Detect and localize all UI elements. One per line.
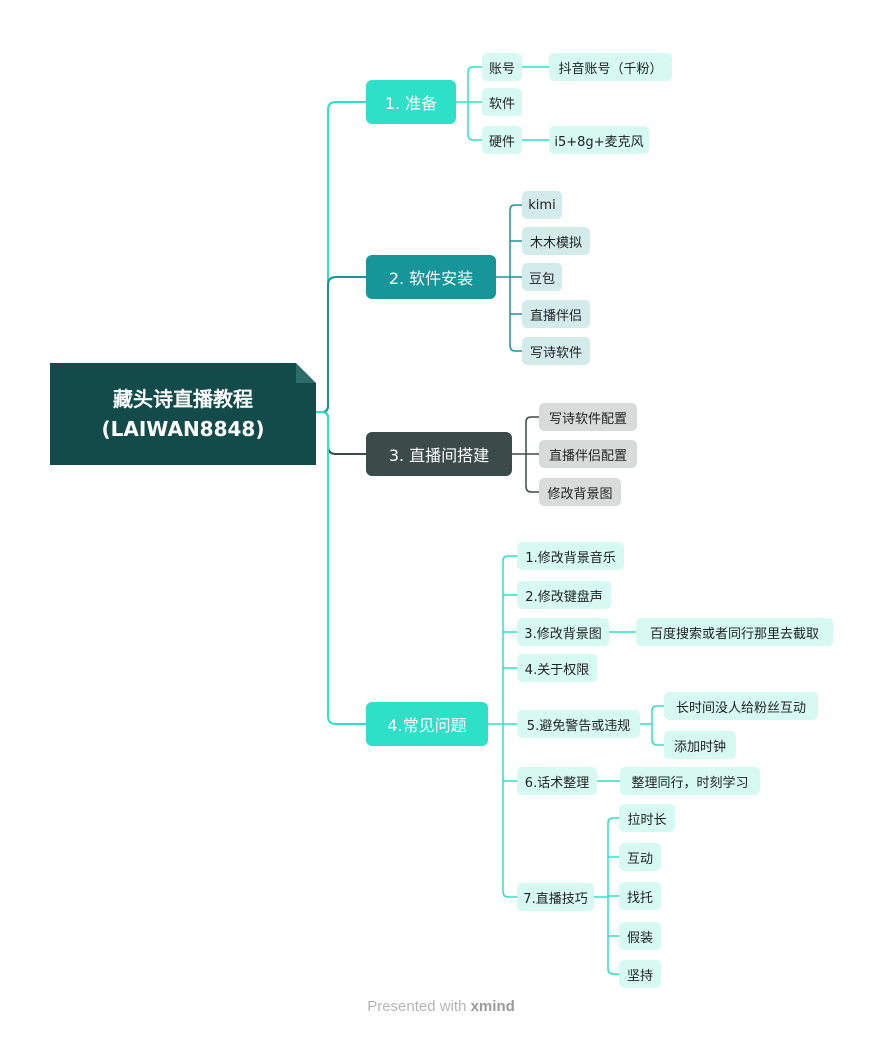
b4-live-tips[interactable]: 7.直播技巧	[517, 883, 594, 911]
b2-live-companion[interactable]: 直播伴侣	[522, 300, 590, 328]
b1-account-detail[interactable]: 抖音账号（千粉）	[549, 53, 672, 81]
branch-4-topic[interactable]: 4.常见问题	[366, 702, 488, 746]
b4-permission[interactable]: 4.关于权限	[517, 654, 597, 682]
b4-tip-duration[interactable]: 拉时长	[619, 804, 675, 832]
connector-branch-1	[315, 101, 367, 413]
footer-prefix: Presented with	[367, 998, 471, 1015]
b3-companion-config[interactable]: 直播伴侣配置	[539, 440, 637, 468]
b4-bgm[interactable]: 1.修改背景音乐	[517, 542, 624, 570]
b4-tip-pretend[interactable]: 假装	[619, 922, 661, 950]
b4-tip-persist[interactable]: 坚持	[619, 960, 661, 988]
connector-branch-3	[315, 411, 367, 455]
b2-kimi[interactable]: kimi	[522, 191, 562, 219]
b4-script[interactable]: 6.话术整理	[517, 767, 597, 795]
b2-doubao[interactable]: 豆包	[522, 263, 562, 291]
b2-poem-software[interactable]: 写诗软件	[522, 337, 590, 365]
b4-tip-interact[interactable]: 互动	[619, 843, 661, 871]
b1-account[interactable]: 账号	[482, 53, 522, 81]
connector-branch-4	[315, 411, 367, 725]
b4-background-detail[interactable]: 百度搜索或者同行那里去截取	[636, 618, 833, 646]
branch-2-topic[interactable]: 2. 软件安装	[366, 255, 496, 299]
branch-3-topic[interactable]: 3. 直播间搭建	[366, 432, 512, 476]
b4-background[interactable]: 3.修改背景图	[517, 618, 609, 646]
b2-mumu[interactable]: 木木模拟	[522, 227, 590, 255]
b4-warning-clock[interactable]: 添加时钟	[664, 731, 736, 759]
root-topic[interactable]: 藏头诗直播教程 (LAIWAN8848)	[50, 363, 316, 465]
b4-avoid-warning[interactable]: 5.避免警告或违规	[517, 710, 640, 738]
b3-poem-config[interactable]: 写诗软件配置	[539, 403, 637, 431]
footer-watermark: Presented with xmind	[0, 998, 882, 1015]
b1-hardware-detail[interactable]: i5+8g+麦克风	[549, 126, 649, 154]
xmind-brand: xmind	[470, 998, 515, 1015]
b1-hardware[interactable]: 硬件	[482, 126, 522, 154]
b4-script-detail[interactable]: 整理同行，时刻学习	[620, 767, 760, 795]
b4-warning-interact[interactable]: 长时间没人给粉丝互动	[664, 692, 818, 720]
root-title-line1: 藏头诗直播教程	[113, 387, 253, 411]
b4-keyboard[interactable]: 2.修改键盘声	[517, 581, 611, 609]
connector-branch-2	[315, 276, 367, 413]
branch-1-topic[interactable]: 1. 准备	[366, 80, 456, 124]
root-fold-corner	[296, 363, 316, 383]
b4-tip-shill[interactable]: 找托	[619, 882, 661, 910]
b3-background[interactable]: 修改背景图	[539, 478, 621, 506]
b1-software[interactable]: 软件	[482, 88, 522, 116]
root-title-line2: (LAIWAN8848)	[101, 417, 265, 441]
